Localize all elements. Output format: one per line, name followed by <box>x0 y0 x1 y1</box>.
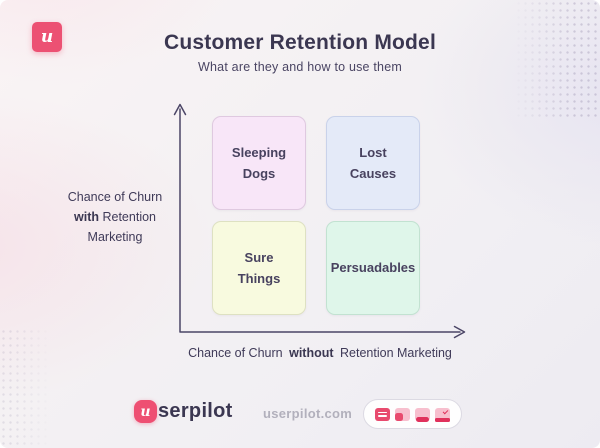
x-axis-label-prefix: Chance of Churn <box>188 346 283 360</box>
x-axis-label-suffix: Retention Marketing <box>340 346 452 360</box>
y-axis-arrowhead-icon <box>173 103 187 116</box>
page-subtitle: What are they and how to use them <box>198 60 402 74</box>
quadrant-sleeping-dogs: Sleeping Dogs <box>212 116 306 210</box>
footer-icon-pill <box>363 399 462 429</box>
logo-letter: u <box>40 27 54 47</box>
quadrant-persuadables: Persuadables <box>326 221 420 315</box>
dot-texture-bottom-left <box>0 328 58 448</box>
axes-arrows <box>173 103 466 339</box>
y-axis-label-prefix: Chance of Churn <box>67 190 163 204</box>
quadrant-lost-causes: Lost Causes <box>326 116 420 210</box>
footer-wordmark: serpilot <box>158 400 233 422</box>
modal-icon <box>375 407 390 421</box>
y-axis-label: Chance of Churn with Retention Marketing <box>59 187 171 247</box>
footer-logo-letter: u <box>140 403 151 420</box>
website-url: userpilot.com <box>263 406 353 421</box>
panel-icon <box>395 407 410 421</box>
x-axis-label-emphasis: without <box>289 346 334 360</box>
page-title: Customer Retention Model <box>164 31 436 54</box>
footer-logo: u serpilot <box>134 400 233 423</box>
userpilot-logo-icon: u <box>32 22 62 52</box>
quadrant-sure-things: Sure Things <box>212 221 306 315</box>
y-axis-label-emphasis: with <box>74 210 99 224</box>
dot-texture-top-right <box>508 0 600 118</box>
userpilot-u-icon: u <box>134 400 157 423</box>
x-axis-label: Chance of Churn without Retention Market… <box>150 346 490 360</box>
banner-icon <box>435 407 450 422</box>
dock-icon <box>415 407 430 422</box>
y-axis-label-suffix: Retention Marketing <box>87 210 156 244</box>
x-axis-arrowhead-icon <box>453 325 466 339</box>
